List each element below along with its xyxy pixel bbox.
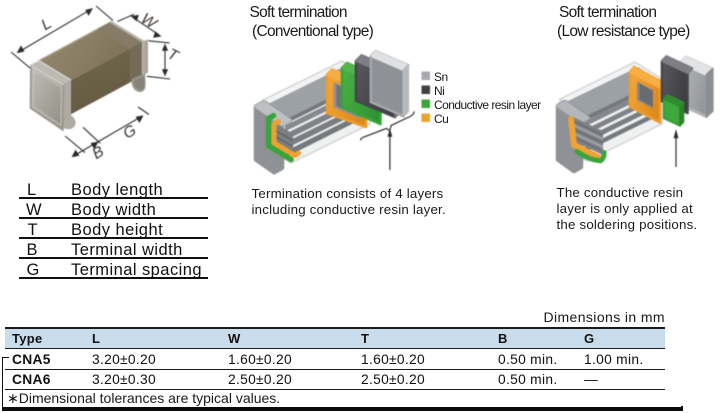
svg-text:G: G (120, 122, 139, 143)
svg-text:B: B (89, 143, 107, 163)
svg-text:W: W (138, 10, 161, 33)
svg-text:L: L (38, 15, 54, 34)
